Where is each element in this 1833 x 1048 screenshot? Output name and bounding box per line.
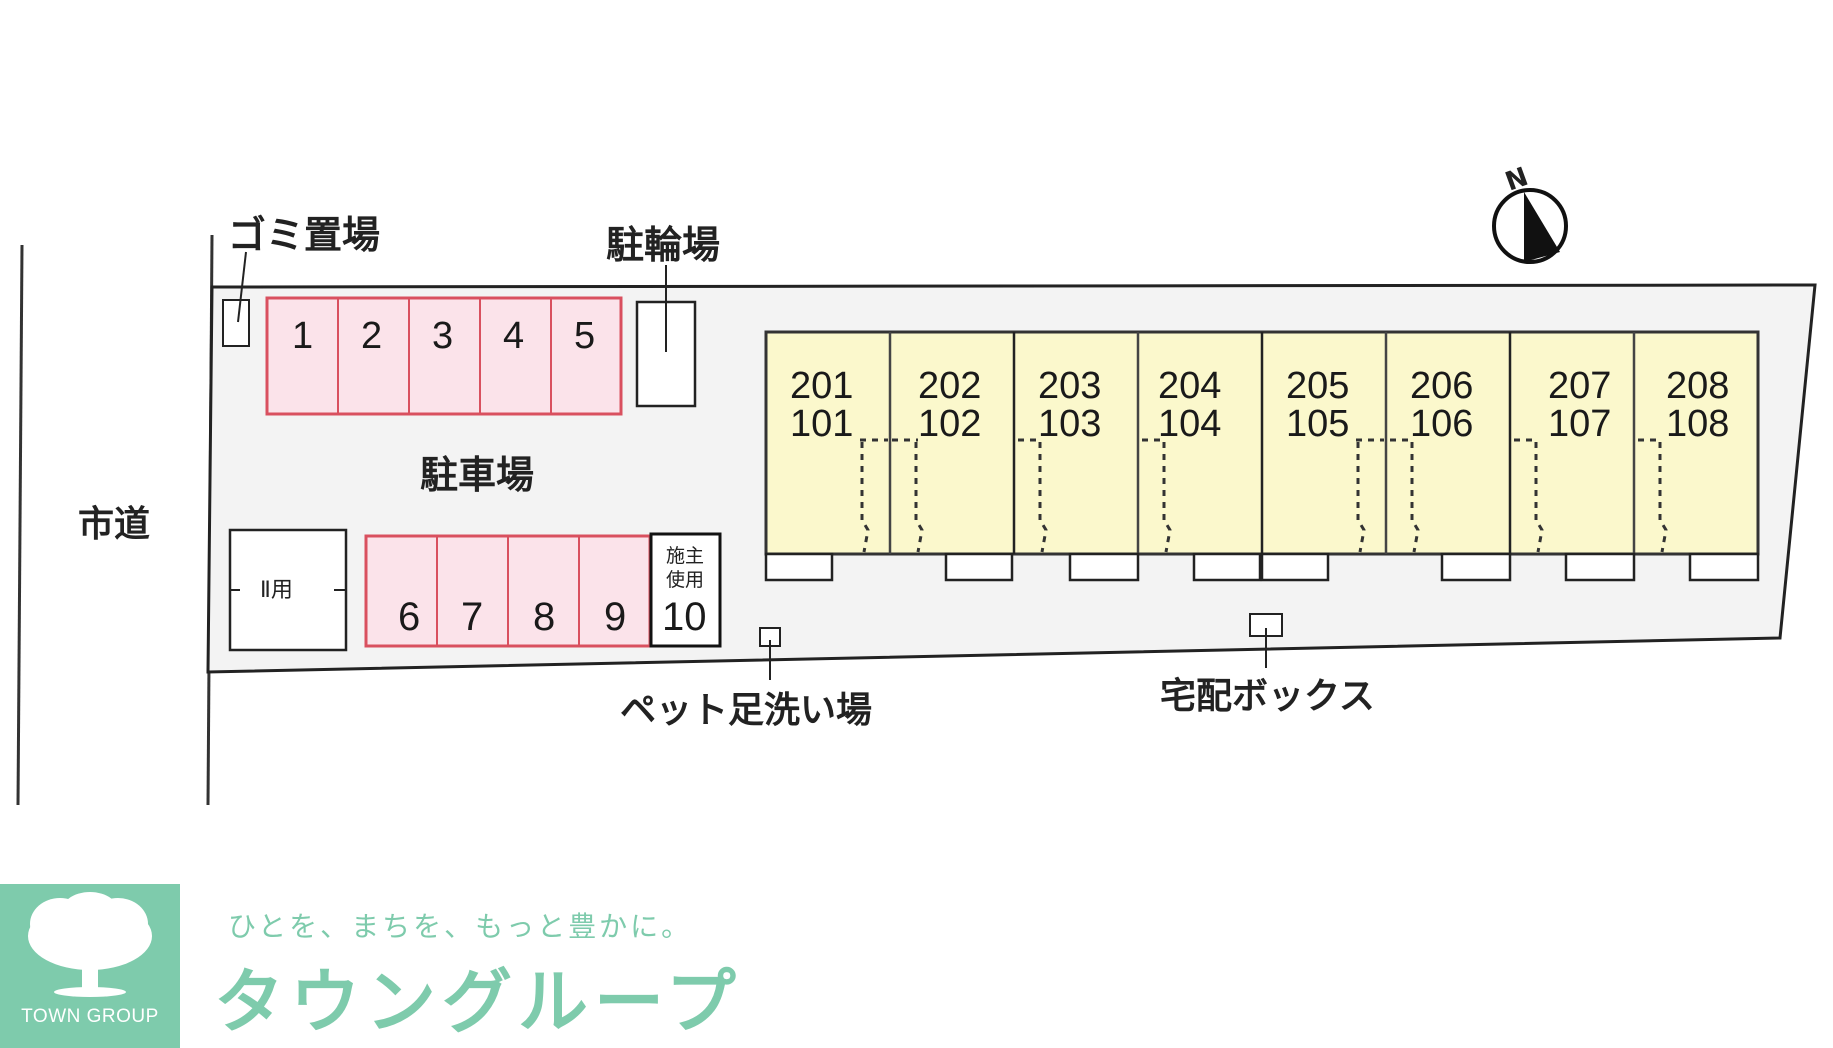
parking-space-4: 4 [503, 315, 524, 357]
unit-106: 106 [1410, 403, 1473, 445]
brand-name: タウングループ [214, 961, 742, 1043]
parking-space-7: 7 [461, 595, 483, 639]
unit-201: 201 [790, 365, 853, 407]
bicycle-label: 駐輪場 [606, 223, 720, 267]
tree-icon [28, 892, 152, 997]
parking-row-top [265, 296, 623, 416]
unit-102: 102 [918, 403, 981, 445]
owner-use-line2: 使用 [666, 569, 704, 591]
owner-parking-box [649, 532, 722, 648]
unit-208: 208 [1666, 365, 1729, 407]
unit-202: 202 [918, 365, 981, 407]
unit-105: 105 [1286, 403, 1349, 445]
unit-204: 204 [1158, 365, 1221, 407]
parking-space-6: 6 [398, 595, 420, 639]
unit-101: 101 [790, 403, 853, 445]
parking-space-10: 10 [662, 595, 707, 639]
unit-103: 103 [1038, 403, 1101, 445]
unit-numbers: 201 101 202 102 203 103 204 104 205 105 … [790, 365, 1729, 445]
parking-row-bottom [364, 534, 652, 648]
unit-206: 206 [1410, 365, 1473, 407]
parking-numbers-top: 1 2 3 4 5 [292, 315, 595, 357]
garbage-leader-line [237, 251, 247, 323]
delivery-box-label: 宅配ボックス [1160, 675, 1375, 717]
parking-space-5: 5 [574, 315, 595, 357]
building2-use-label: Ⅱ用 [260, 578, 293, 603]
parking-label: 駐車場 [420, 453, 534, 497]
town-group-logo [0, 884, 180, 1048]
north-arrow-icon [1492, 188, 1568, 264]
unit-107: 107 [1548, 403, 1611, 445]
unit-207: 207 [1548, 365, 1611, 407]
parking-numbers-bottom: 6 7 8 9 10 [398, 595, 707, 639]
garbage-box [222, 299, 250, 347]
road-label: 市道 [78, 504, 150, 545]
unit-104: 104 [1158, 403, 1221, 445]
parking-space-1: 1 [292, 315, 313, 357]
pet-wash-label: ペット足洗い場 [620, 690, 872, 731]
garbage-label: ゴミ置場 [228, 213, 380, 257]
slogan: ひとを、まちを、もっと豊かに。 [228, 910, 693, 943]
unit-108: 108 [1666, 403, 1729, 445]
logo-english-name: TOWN GROUP [21, 1006, 159, 1027]
parking-space-8: 8 [533, 595, 555, 639]
parking-space-3: 3 [432, 315, 453, 357]
parking-space-2: 2 [361, 315, 382, 357]
bicycle-parking-box [635, 300, 697, 408]
owner-use-line1: 施主 [666, 545, 704, 567]
parking-space-9: 9 [604, 595, 626, 639]
apartment-building [764, 330, 1760, 582]
unit-203: 203 [1038, 365, 1101, 407]
road-edge-left [16, 244, 24, 806]
unit-205: 205 [1286, 365, 1349, 407]
